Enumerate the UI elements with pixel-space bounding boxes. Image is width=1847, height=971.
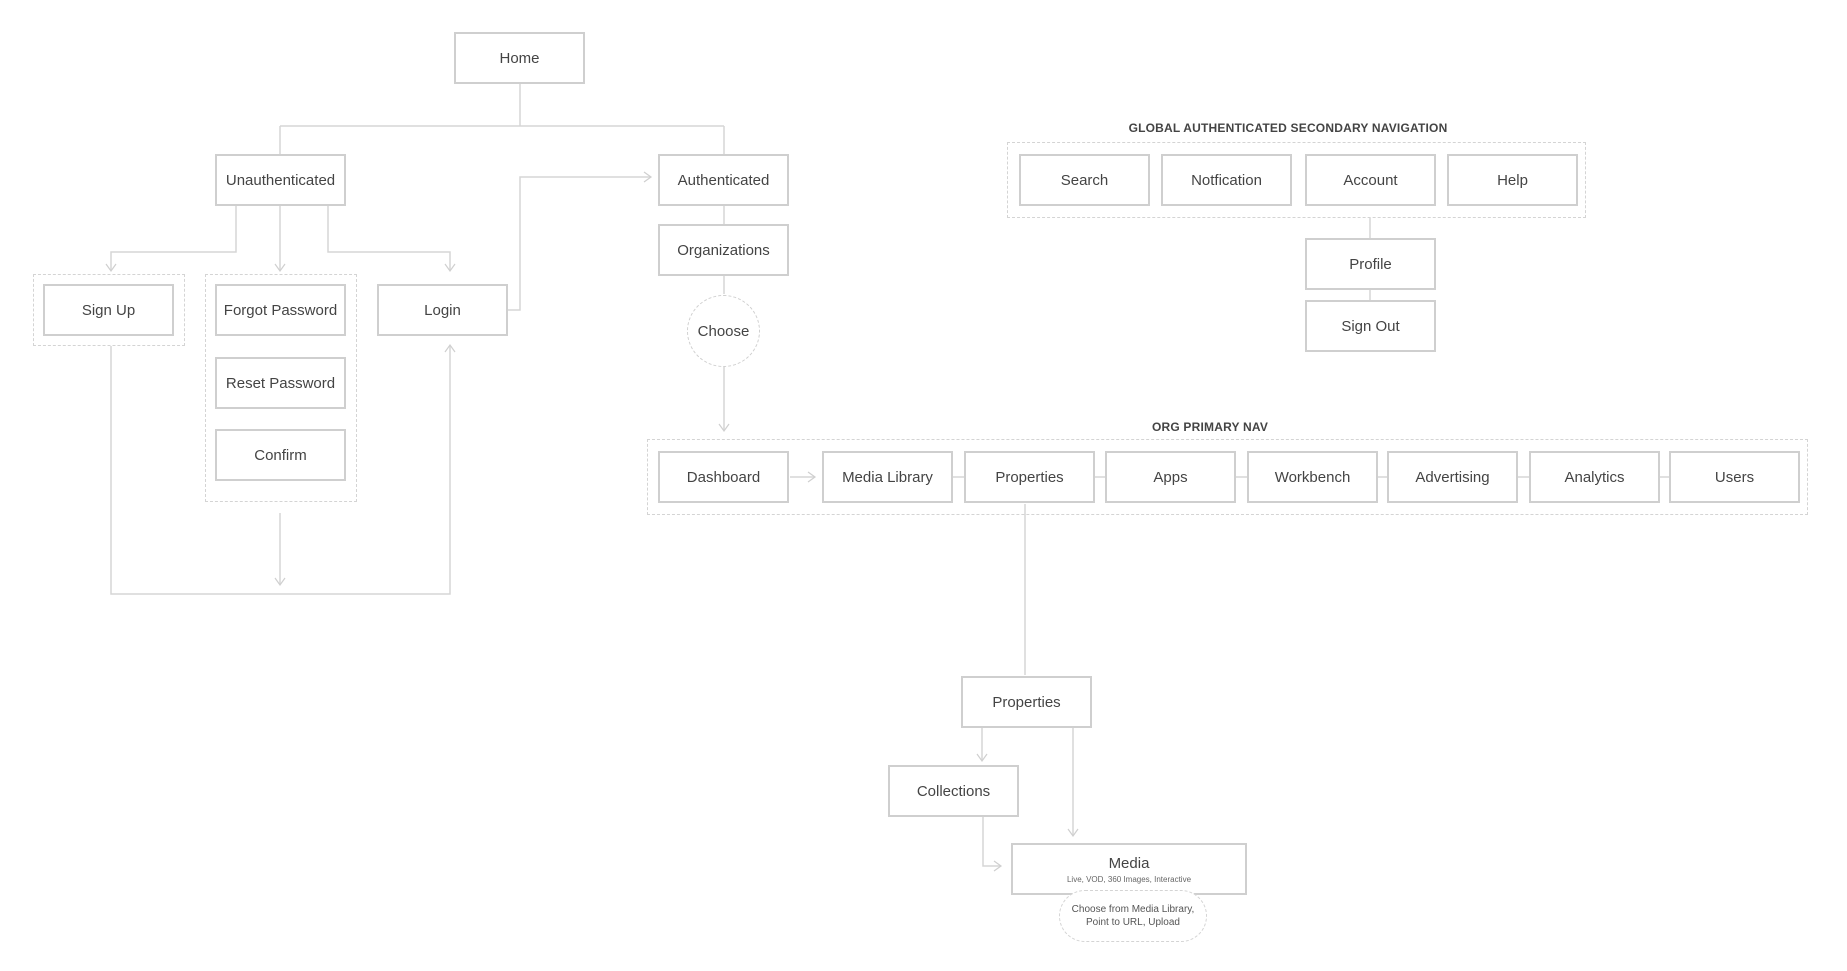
account-node[interactable]: Account bbox=[1305, 154, 1436, 206]
password-recovery-group bbox=[205, 274, 357, 502]
properties-node[interactable]: Properties bbox=[961, 676, 1092, 728]
login-node[interactable]: Login bbox=[377, 284, 508, 336]
media-source-note: Choose from Media Library, Point to URL,… bbox=[1059, 890, 1207, 942]
sign-up-node[interactable]: Sign Up bbox=[43, 284, 174, 336]
nav-apps-node[interactable]: Apps bbox=[1105, 451, 1236, 503]
organizations-node[interactable]: Organizations bbox=[658, 224, 789, 276]
collections-node[interactable]: Collections bbox=[888, 765, 1019, 817]
notification-node[interactable]: Notfication bbox=[1161, 154, 1292, 206]
reset-password-node[interactable]: Reset Password bbox=[215, 357, 346, 409]
nav-workbench-node[interactable]: Workbench bbox=[1247, 451, 1378, 503]
nav-dashboard-node[interactable]: Dashboard bbox=[658, 451, 789, 503]
search-node[interactable]: Search bbox=[1019, 154, 1150, 206]
media-node[interactable]: Media Live, VOD, 360 Images, Interactive bbox=[1011, 843, 1247, 895]
media-subtitle: Live, VOD, 360 Images, Interactive bbox=[1066, 874, 1192, 884]
primary-nav-heading: ORG PRIMARY NAV bbox=[1151, 420, 1269, 434]
nav-properties-node[interactable]: Properties bbox=[964, 451, 1095, 503]
confirm-node[interactable]: Confirm bbox=[215, 429, 346, 481]
choose-node[interactable]: Choose bbox=[687, 295, 760, 367]
secondary-nav-group bbox=[1007, 142, 1586, 218]
help-node[interactable]: Help bbox=[1447, 154, 1578, 206]
sign-up-group bbox=[33, 274, 185, 346]
nav-analytics-node[interactable]: Analytics bbox=[1529, 451, 1660, 503]
primary-nav-group bbox=[647, 439, 1808, 515]
authenticated-node[interactable]: Authenticated bbox=[658, 154, 789, 206]
nav-users-node[interactable]: Users bbox=[1669, 451, 1800, 503]
media-title: Media bbox=[1108, 854, 1150, 872]
home-node[interactable]: Home bbox=[454, 32, 585, 84]
profile-node[interactable]: Profile bbox=[1305, 238, 1436, 290]
secondary-nav-heading: GLOBAL AUTHENTICATED SECONDARY NAVIGATIO… bbox=[1128, 121, 1448, 135]
nav-advertising-node[interactable]: Advertising bbox=[1387, 451, 1518, 503]
nav-media-library-node[interactable]: Media Library bbox=[822, 451, 953, 503]
sign-out-node[interactable]: Sign Out bbox=[1305, 300, 1436, 352]
unauthenticated-node[interactable]: Unauthenticated bbox=[215, 154, 346, 206]
forgot-password-node[interactable]: Forgot Password bbox=[215, 284, 346, 336]
